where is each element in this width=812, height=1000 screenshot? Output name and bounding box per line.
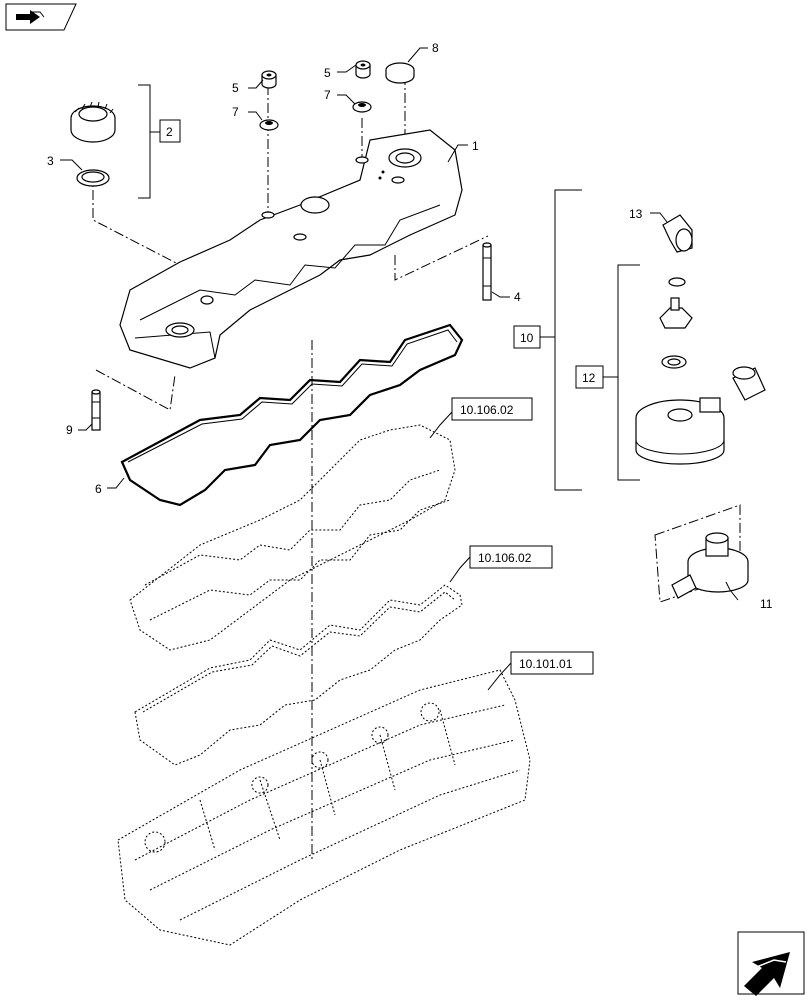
callout-7-right: 7 (324, 88, 331, 102)
rocker-cover-gasket (120, 323, 464, 507)
callout-1: 1 (472, 139, 479, 153)
callout-9: 9 (66, 423, 73, 437)
breather-housing (635, 397, 725, 465)
reference-label-2: 10.106.02 (478, 551, 532, 565)
elbow-hose (662, 214, 693, 253)
callout-8: 8 (432, 41, 439, 55)
reference-label-1: 10.106.02 (460, 403, 514, 417)
cylinder-head-ghost (117, 669, 531, 946)
breather-valve (671, 532, 749, 599)
callout-11: 11 (760, 597, 773, 611)
hose-stub (732, 366, 766, 401)
callout-12: 12 (582, 371, 596, 385)
leader-lines (60, 47, 739, 691)
callout-13: 13 (629, 207, 643, 221)
bolt-right (355, 60, 371, 79)
arrow-icon[interactable] (737, 931, 805, 996)
reference-box-3[interactable]: 10.101.01 (510, 651, 594, 675)
callout-4: 4 (514, 290, 521, 304)
callout-2: 2 (166, 125, 173, 139)
stud-short (91, 389, 101, 431)
plug (385, 62, 415, 84)
callout-box-2 (159, 119, 181, 143)
reference-label-3: 10.101.01 (519, 657, 573, 671)
callout-box-12 (575, 365, 604, 389)
oil-fill-cap (70, 101, 116, 143)
seal-right (352, 101, 372, 113)
callout-5-left: 5 (232, 81, 239, 95)
washer (661, 355, 687, 369)
seal-left (259, 119, 279, 131)
book-arrow-icon[interactable] (5, 3, 77, 31)
callout-3: 3 (47, 154, 54, 168)
callout-box-10 (513, 325, 541, 349)
valve-cover (119, 129, 463, 369)
breather-bracket-10 (540, 189, 582, 491)
callout-5-right: 5 (324, 66, 331, 80)
spinner (659, 297, 693, 329)
stud (482, 242, 492, 301)
callout-10: 10 (520, 331, 534, 345)
breather-bracket-12 (603, 264, 640, 481)
oil-cap-seal (76, 169, 110, 187)
lower-gasket-ghost (134, 584, 463, 766)
callout-6: 6 (95, 482, 102, 496)
bolt-left (261, 70, 277, 89)
o-ring (668, 277, 686, 287)
reference-box-1[interactable]: 10.106.02 (451, 397, 533, 421)
callout-7-left: 7 (232, 105, 239, 119)
reference-box-2[interactable]: 10.106.02 (469, 545, 553, 569)
valve-cover-ghost (129, 424, 456, 651)
